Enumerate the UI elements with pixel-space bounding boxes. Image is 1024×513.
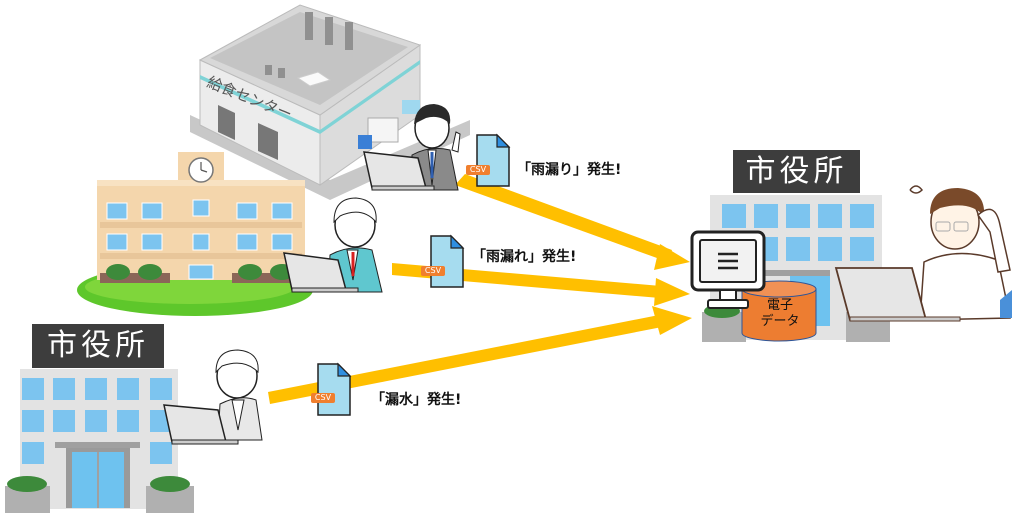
csv-badge: CSV — [421, 266, 445, 276]
person-kyushoku-staff — [363, 104, 461, 191]
branch-city-hall-sign: 市役所 — [32, 324, 164, 368]
school-building — [77, 152, 313, 316]
person-school-staff — [283, 197, 383, 293]
kyushoku-center-building — [190, 4, 470, 200]
csv-badge: CSV — [466, 165, 490, 175]
report-label-kyushoku: 「雨漏り」発生! — [517, 162, 622, 178]
report-label-school: 「雨漏れ」発生! — [472, 249, 577, 265]
monitor-icon — [690, 230, 766, 309]
branch-city-hall-building — [5, 369, 194, 513]
report-label-branch: 「漏水」発生! — [371, 392, 462, 408]
arrow-branch-to-cityhall — [268, 306, 692, 404]
csv-file-icon-2 — [430, 234, 465, 288]
csv-badge: CSV — [311, 393, 335, 403]
csv-file-icon-3 — [317, 362, 352, 416]
database-label-line1: 電子 — [766, 298, 793, 313]
csv-file-icon-1 — [476, 133, 511, 187]
main-city-hall-sign: 市役所 — [733, 150, 860, 193]
arrow-kyushoku-to-cityhall — [455, 174, 690, 270]
person-cityhall-staff — [834, 185, 1012, 322]
database-label: 電子 データ — [752, 298, 808, 330]
person-branch-staff — [163, 349, 263, 445]
database-label-line2: データ — [760, 314, 800, 329]
